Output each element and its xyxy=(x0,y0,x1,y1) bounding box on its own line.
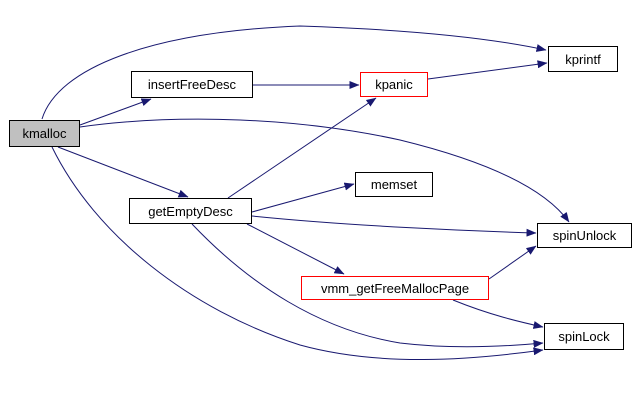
edge-vmm_getFreeMallocPage-to-spinUnlock xyxy=(488,245,537,280)
node-getEmptyDesc[interactable]: getEmptyDesc xyxy=(129,198,252,224)
node-spinUnlock[interactable]: spinUnlock xyxy=(537,223,632,248)
node-label-getEmptyDesc: getEmptyDesc xyxy=(148,203,233,219)
node-kprintf[interactable]: kprintf xyxy=(548,46,618,72)
node-label-insertFreeDesc: insertFreeDesc xyxy=(147,77,237,92)
node-label-kmalloc: kmalloc xyxy=(22,126,67,141)
edge-vmm_getFreeMallocPage-to-spinLock xyxy=(452,299,544,329)
edge-getEmptyDesc-to-memset xyxy=(251,182,355,213)
edge-getEmptyDesc-to-spinLock xyxy=(191,223,544,348)
node-vmm_getFreeMallocPage[interactable]: vmm_getFreeMallocPage xyxy=(301,276,489,300)
node-label-kpanic: kpanic xyxy=(375,77,413,92)
node-label-spinLock: spinLock xyxy=(558,329,610,344)
node-label-vmm_getFreeMallocPage: vmm_getFreeMallocPage xyxy=(320,280,470,296)
node-spinLock[interactable]: spinLock xyxy=(544,323,624,350)
node-insertFreeDesc[interactable]: insertFreeDesc xyxy=(131,71,253,98)
node-kmalloc[interactable]: kmalloc xyxy=(9,120,80,147)
edge-kmalloc-to-spinUnlock xyxy=(79,118,570,223)
edge-kmalloc-to-getEmptyDesc xyxy=(57,146,189,198)
edge-kpanic-to-kprintf xyxy=(427,60,548,80)
node-memset[interactable]: memset xyxy=(355,172,433,197)
node-kpanic[interactable]: kpanic xyxy=(360,72,428,97)
edge-getEmptyDesc-to-kpanic xyxy=(227,97,377,199)
edge-getEmptyDesc-to-vmm_getFreeMallocPage xyxy=(246,223,345,275)
edge-kmalloc-to-insertFreeDesc xyxy=(79,98,152,126)
node-label-spinUnlock: spinUnlock xyxy=(552,228,617,243)
node-label-memset: memset xyxy=(370,177,418,192)
node-label-kprintf: kprintf xyxy=(565,51,601,67)
edge-kmalloc-to-spinLock xyxy=(51,146,544,360)
edge-getEmptyDesc-to-spinUnlock xyxy=(251,215,537,237)
edge-kmalloc-to-kprintf xyxy=(41,25,547,120)
